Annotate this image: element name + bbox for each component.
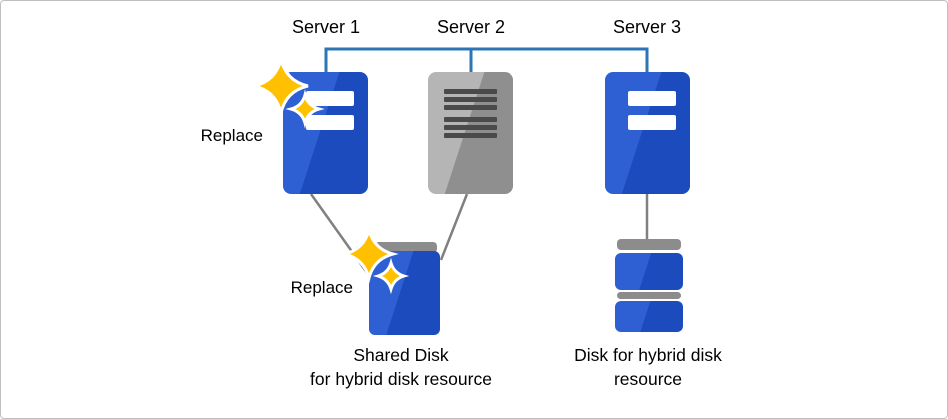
server2-label: Server 2 (436, 17, 506, 37)
shared-disk-icon (369, 251, 440, 335)
server3-label: Server 3 (612, 17, 682, 37)
server-vent-stripe (444, 125, 497, 130)
shared-disk-caption: Shared Disk for hybrid disk resource (269, 343, 533, 391)
hybrid-disk-block-bottom (615, 301, 683, 332)
hybrid-disk-divider (617, 292, 681, 299)
hybrid-disk-cap (617, 239, 681, 250)
server-slot-bar (306, 115, 354, 130)
server-vent-stripe (444, 97, 497, 102)
server-slot-bar (628, 91, 676, 106)
server2-icon (428, 72, 513, 194)
server-vent-stripe (444, 133, 497, 138)
hybrid-disk-block-top (615, 253, 683, 290)
server-vent-stripe (444, 89, 497, 94)
server2-to-shared-disk-line (439, 193, 469, 261)
shared-disk-caption-line1: Shared Disk (353, 345, 449, 365)
server-slot-bar (628, 115, 676, 130)
server-vent-stripe (444, 105, 497, 110)
shared-disk-cap (375, 242, 437, 253)
server-slot-bar (306, 91, 354, 106)
server-interconnect-line (324, 47, 649, 72)
server3-icon (605, 72, 690, 194)
server1-label: Server 1 (291, 17, 361, 37)
replace-disk-label: Replace (290, 278, 353, 297)
server1-icon (283, 72, 368, 194)
hybrid-disk-caption-line2: resource (613, 369, 683, 389)
shared-disk-caption-line2: for hybrid disk resource (310, 369, 492, 389)
hybrid-disk-caption: Disk for hybrid disk resource (523, 343, 773, 391)
replace-server-label: Replace (200, 126, 263, 145)
server-vent-stripe (444, 117, 497, 122)
server1-to-shared-disk-line (309, 193, 377, 285)
hybrid-disk-caption-line1: Disk for hybrid disk (574, 345, 722, 365)
